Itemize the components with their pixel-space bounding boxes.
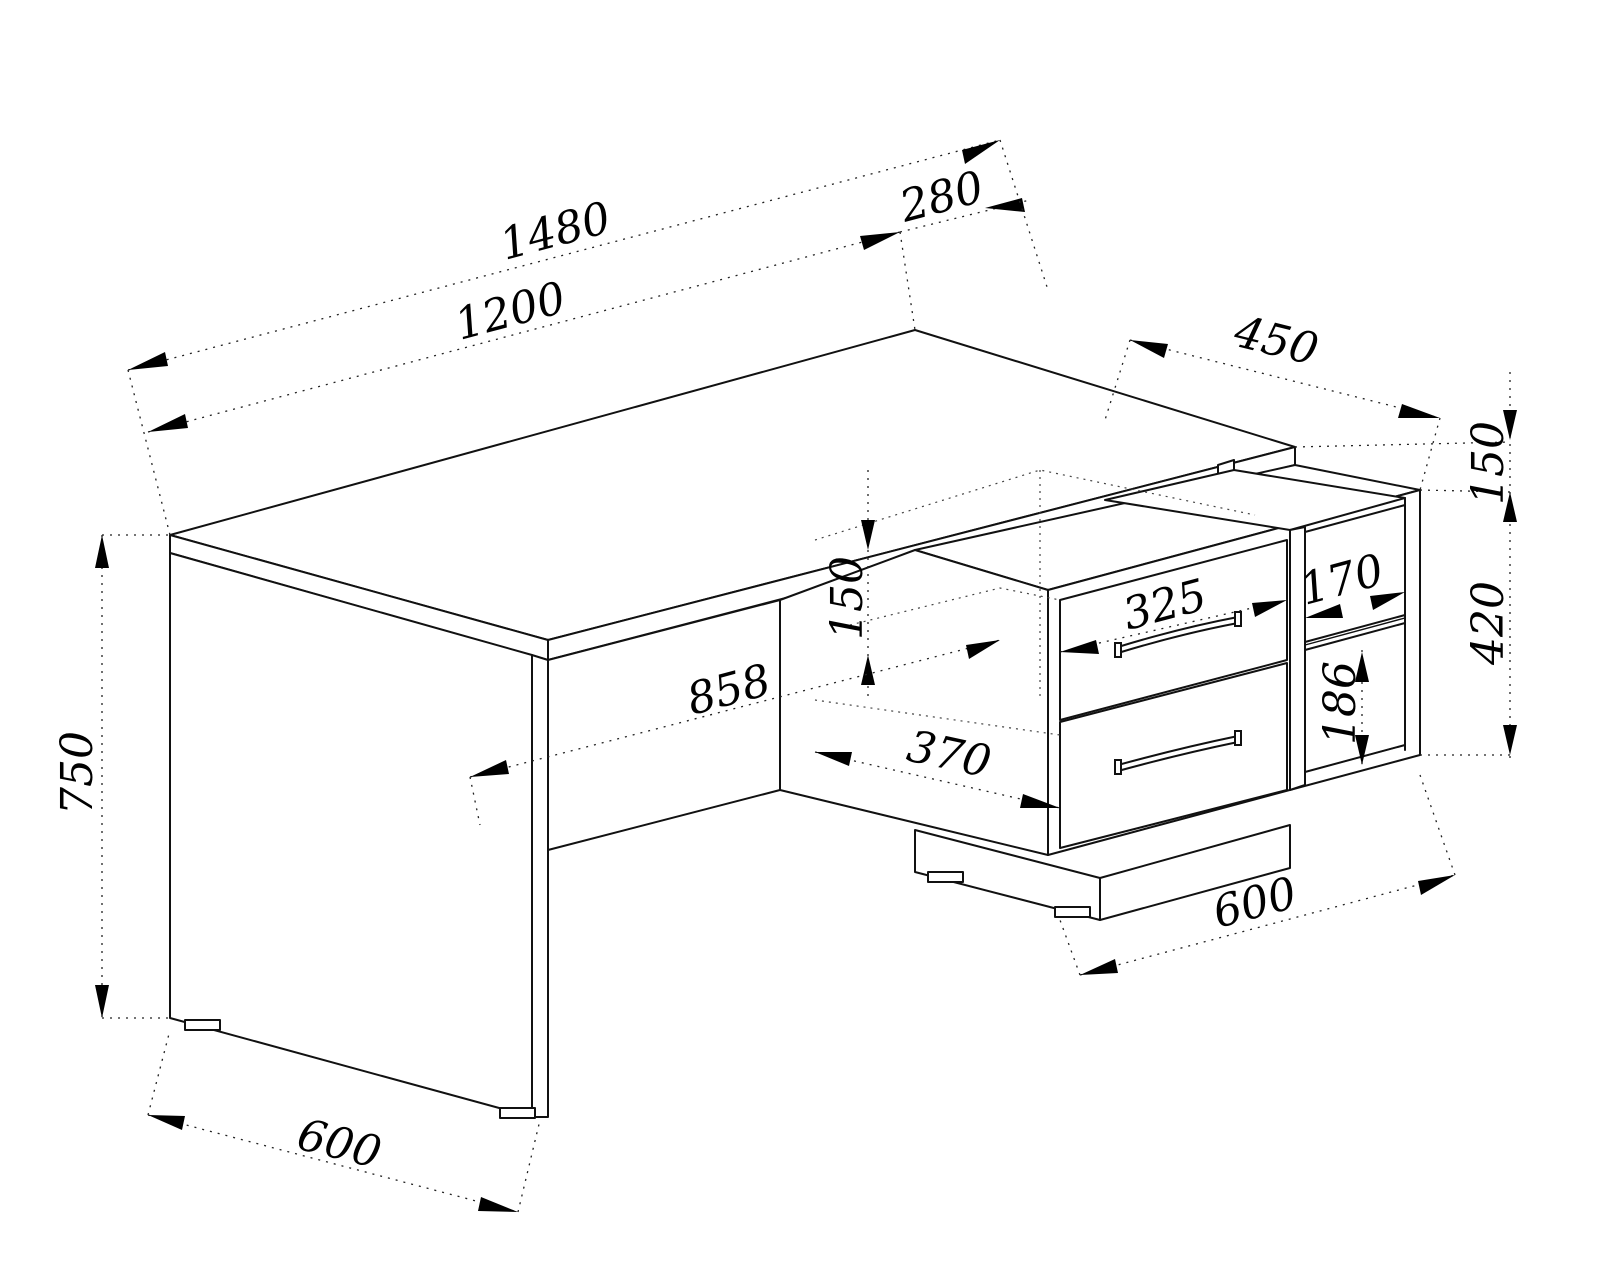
dim-arrow-drawer-150-top xyxy=(861,520,875,550)
return-cabinet-left-face xyxy=(779,549,1049,856)
ext-line-extension xyxy=(999,139,1049,291)
dim-label-total-width: 1480 xyxy=(495,192,616,270)
dim-arrow-600-right-start xyxy=(1080,959,1118,975)
pedestal-foot-right xyxy=(1054,906,1091,918)
dim-arrow-1200-left xyxy=(148,414,188,432)
dim-arrow-186-bottom xyxy=(1355,735,1369,765)
dim-label-desk-height: 750 xyxy=(52,731,103,815)
dim-arrow-1480-left xyxy=(128,352,168,370)
dim-line-370 xyxy=(814,751,1061,809)
dim-arrow-858-left xyxy=(470,760,509,777)
left-side-panel-edge xyxy=(531,654,549,1118)
dim-arrow-325-left xyxy=(1060,640,1099,654)
dim-label-desk-width: 1200 xyxy=(450,272,571,350)
pedestal-base-right xyxy=(1099,824,1291,921)
ext-line-450-left xyxy=(1104,339,1131,421)
ext-line-600-right-b xyxy=(1419,774,1456,876)
ext-line-600-right-a xyxy=(1059,919,1081,976)
dim-arrow-370-right xyxy=(1020,794,1060,808)
dim-arrow-600-left-end xyxy=(478,1197,518,1212)
dim-arrow-drawer-150-bottom xyxy=(861,655,875,685)
hidden-line-drawer-inner xyxy=(849,587,1061,626)
ext-line-600-left-b xyxy=(517,1119,541,1213)
dim-arrow-150-top xyxy=(1503,410,1517,440)
left-panel-foot-back xyxy=(499,1107,536,1119)
dim-arrow-280-right xyxy=(985,198,1025,212)
ext-line-desk-top-back xyxy=(899,231,916,331)
shelf-bottom-edge xyxy=(1304,744,1406,773)
cabinet-vertical-divider xyxy=(1289,526,1306,791)
dim-line-1200 xyxy=(147,231,901,433)
dim-arrow-450-left xyxy=(1130,340,1168,358)
dim-arrow-170-left xyxy=(1305,604,1343,618)
dim-arrow-450-right xyxy=(1398,404,1440,418)
dim-line-858 xyxy=(469,639,1001,778)
hidden-line-drawer-box xyxy=(814,469,1256,541)
dim-arrow-325-right xyxy=(1252,600,1287,617)
dim-arrow-858-right xyxy=(966,640,1000,659)
dim-label-extension-width: 280 xyxy=(894,162,989,233)
dim-arrow-750-top xyxy=(95,535,109,568)
ext-line-600-left-a xyxy=(147,1029,171,1116)
dim-arrow-420-bottom xyxy=(1503,725,1517,755)
dim-label-drawer-front-height: 150 xyxy=(822,556,873,640)
dim-arrow-600-right-end xyxy=(1418,875,1455,895)
pedestal-foot-left xyxy=(927,871,964,883)
dimension-lines xyxy=(95,139,1517,1213)
dim-line-600-right xyxy=(1079,874,1456,976)
dim-arrow-600-left-start xyxy=(148,1115,185,1130)
left-panel-foot-front xyxy=(184,1019,221,1031)
dim-label-shelf-gap-top: 150 xyxy=(1463,421,1514,505)
drawer-handle-lower xyxy=(1114,730,1242,775)
ext-line-450-right xyxy=(1419,417,1441,491)
desk-drawing xyxy=(169,329,1421,1119)
dim-arrow-1200-right xyxy=(860,232,900,250)
ext-line-left-top xyxy=(127,369,171,536)
dim-arrow-370-left xyxy=(815,752,852,766)
dim-label-shelf-height: 420 xyxy=(1463,581,1514,666)
drawer-handle-upper xyxy=(1114,611,1242,658)
dim-arrow-750-bottom xyxy=(95,985,109,1018)
dim-arrow-170-right xyxy=(1370,592,1405,610)
dim-label-desk-depth: 600 xyxy=(292,1109,386,1179)
dim-label-shelf-lower: 186 xyxy=(1315,661,1366,745)
ext-line-858 xyxy=(469,776,481,826)
drawer-front-upper xyxy=(1059,539,1288,721)
dim-arrow-186-top xyxy=(1355,652,1369,682)
dim-arrow-150-bottom xyxy=(1503,492,1517,522)
dim-arrow-1480-right xyxy=(962,140,1000,164)
dim-label-return-depth: 450 xyxy=(1228,306,1323,376)
shelf-board-edge xyxy=(1304,617,1406,646)
